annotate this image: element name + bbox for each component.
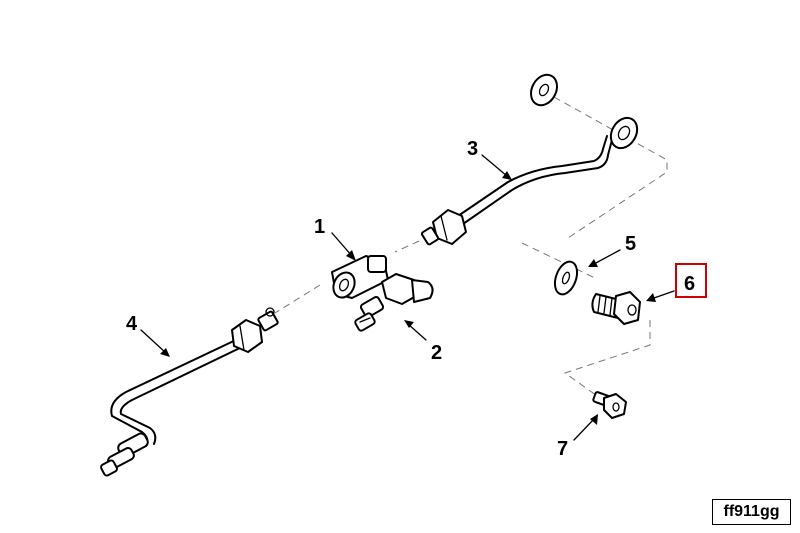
part-2-elbow-fitting [354, 273, 434, 332]
washer-top [530, 73, 558, 107]
callout-7: 7 [557, 438, 568, 460]
callout-3: 3 [467, 138, 478, 160]
callout-6: 6 [684, 273, 695, 295]
part-4-fuel-line [100, 307, 279, 477]
part-3-fuel-pipe [420, 116, 639, 246]
callout-1: 1 [314, 216, 325, 238]
callout-2: 2 [431, 342, 442, 364]
figure-id-label: ff911gg [712, 499, 791, 525]
callout-4: 4 [126, 313, 138, 335]
leader-arrows [140, 154, 675, 441]
part-1-tee-fitting [331, 255, 389, 299]
callout-5: 5 [625, 233, 636, 255]
part-5-washer [553, 260, 579, 296]
part-7-bleed-screw [592, 391, 627, 419]
callout-6-highlight-box [675, 263, 707, 298]
part-6-banjo-bolt [591, 291, 641, 325]
